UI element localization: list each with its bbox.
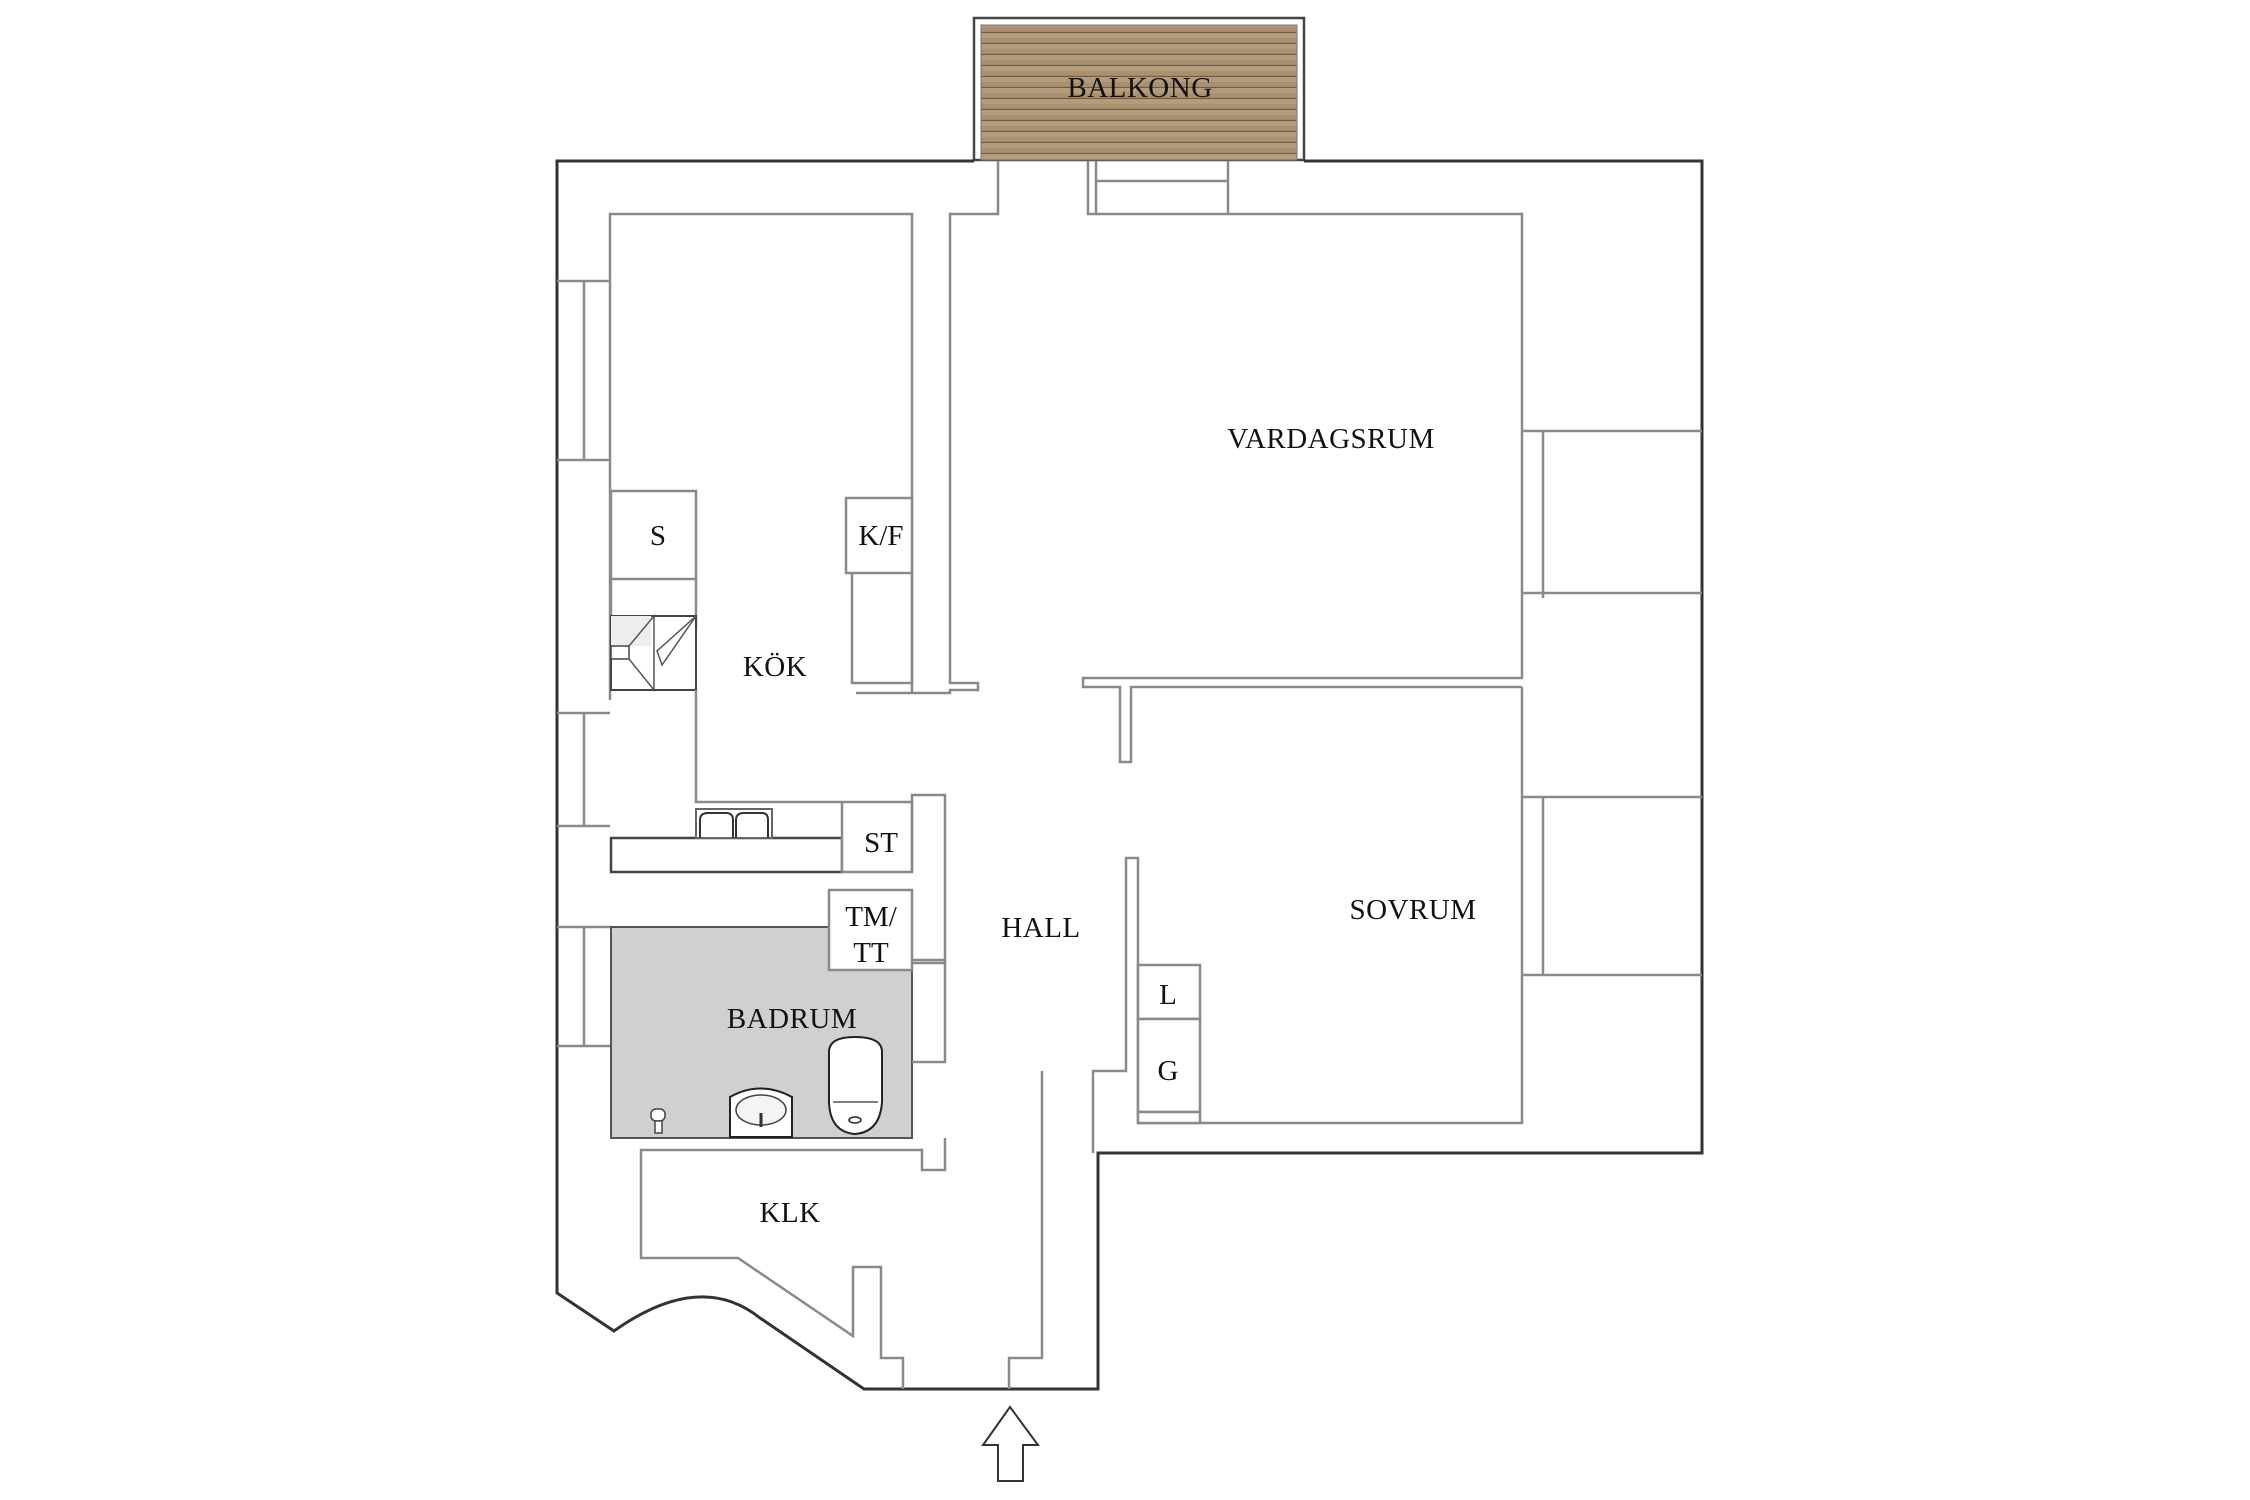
kitchen-walls	[557, 161, 1000, 965]
bedroom-walls	[1091, 687, 1702, 1153]
room-label-living-room: VARDAGSRUM	[1227, 422, 1435, 455]
room-label-closet: KLK	[759, 1196, 821, 1229]
bathroom	[557, 888, 947, 1139]
fixture-label-washer-line2: TT	[853, 936, 889, 969]
fixture-label-storage: ST	[864, 826, 898, 859]
living-room-walls	[1081, 161, 1702, 764]
fixture-label-linen: L	[1159, 978, 1177, 1011]
fixture-label-fridge-freezer: K/F	[858, 519, 904, 552]
fixture-label-washer-line1: TM/	[845, 900, 897, 933]
washbasin-icon	[729, 1087, 793, 1138]
sink-icon	[695, 808, 773, 839]
entrance-arrow-icon	[981, 1405, 1040, 1482]
fixture-label-cabinet: S	[649, 519, 667, 552]
balcony	[972, 16, 1306, 162]
closet-walls	[639, 1071, 1044, 1389]
stove-icon	[610, 613, 697, 693]
floor-drain-icon	[650, 1108, 666, 1134]
fixture-label-wardrobe: G	[1157, 1054, 1179, 1087]
outer-wall	[555, 159, 1704, 1391]
room-label-kitchen: KÖK	[742, 650, 808, 683]
room-label-balcony: BALKONG	[1067, 71, 1213, 104]
room-label-bathroom: BADRUM	[726, 1002, 858, 1035]
room-label-bedroom: SOVRUM	[1349, 893, 1477, 926]
toilet-icon	[828, 1035, 883, 1136]
room-label-hall: HALL	[1001, 911, 1081, 944]
